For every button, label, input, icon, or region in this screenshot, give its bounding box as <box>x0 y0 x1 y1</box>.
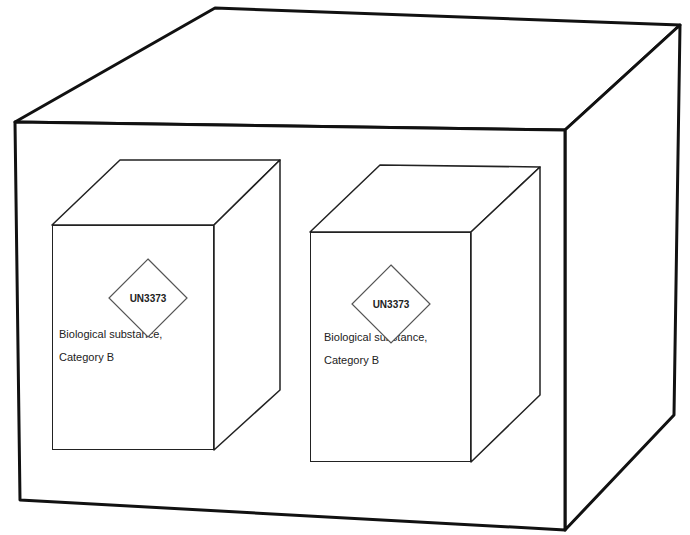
diamond-shape <box>352 265 430 343</box>
package-label: Biological substance, Category B <box>59 323 203 369</box>
box-side-face <box>471 167 540 462</box>
outer-box-front <box>15 122 565 530</box>
outer-box-right <box>565 25 680 530</box>
hazard-diamond: UN3373 <box>108 258 188 338</box>
package-box: Biological substance, Category BUN3373 <box>310 232 471 462</box>
un-number: UN3373 <box>108 258 188 338</box>
un-number: UN3373 <box>351 264 431 344</box>
box-side-face <box>214 160 280 450</box>
diamond-shape <box>109 259 187 337</box>
outer-box-top <box>15 8 680 130</box>
hazard-diamond: UN3373 <box>351 264 431 344</box>
package-box: Biological substance, Category BUN3373 <box>52 225 214 450</box>
